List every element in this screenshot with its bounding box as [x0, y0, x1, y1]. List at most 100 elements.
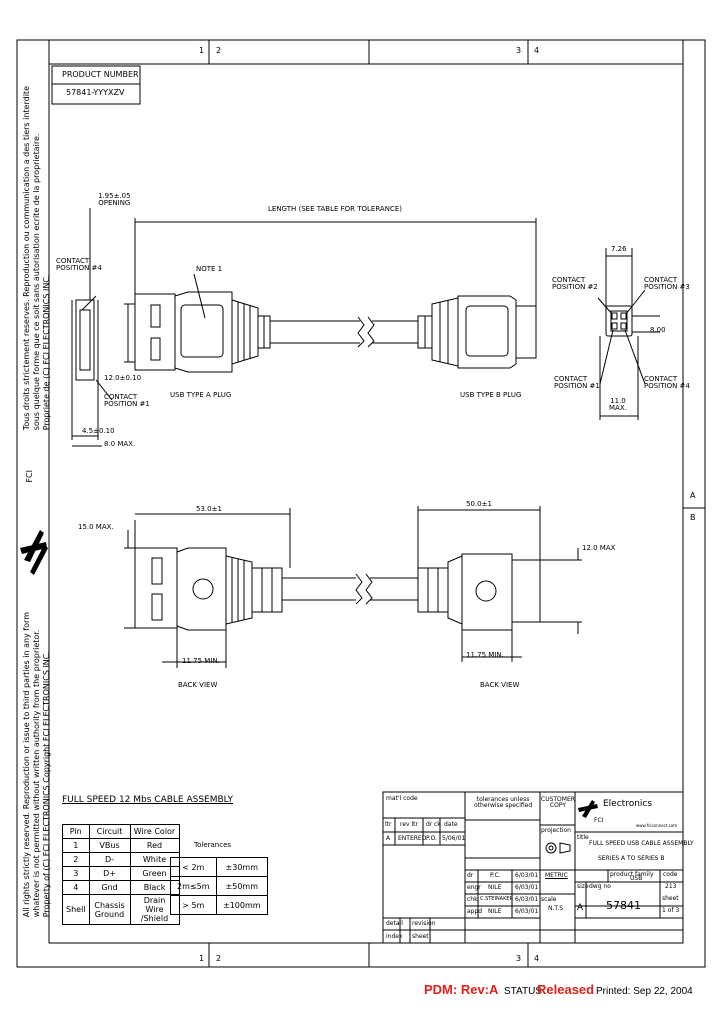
detail-label: detail [386, 920, 403, 927]
zone-top-3: 3 [516, 46, 522, 55]
product-number-label: PRODUCT NUMBER [62, 70, 139, 79]
size-value: A [577, 903, 584, 913]
tolerances-table: < 2m±30mm 2m≤5m±50mm > 5m±100mm [170, 857, 269, 915]
index-label: index [386, 933, 403, 940]
table-row: 2m≤5m±50mm [170, 876, 269, 896]
signoff-chk-date: 6/03/01 [515, 896, 539, 903]
pin-header-wire: Wire Color [129, 824, 180, 839]
callout-contact2: CONTACT POSITION #2 [552, 276, 598, 291]
printed-date: Printed: Sep 22, 2004 [596, 986, 693, 997]
callout-contact4-right: CONTACT POSITION #4 [644, 375, 690, 390]
side-notice-upper: Tous droits strictement reserves. Reprod… [22, 86, 51, 431]
code-value: 213 [665, 883, 677, 890]
dim-12: 12.0±0.10 [104, 374, 142, 382]
company-short: FCI [594, 817, 604, 824]
tolerances-title: Tolerances [194, 841, 232, 849]
signoff-chk-name: C.STEINAKER [480, 896, 514, 902]
sheet-label: sheet [662, 895, 679, 902]
company-name: Electronics [603, 799, 653, 809]
zone-bottom-4: 4 [534, 954, 540, 963]
signoff-dr-name: P.C. [490, 872, 501, 879]
customer-copy: CUSTOMER COPY [541, 796, 575, 809]
dim-53-0: 53.0±1 [196, 505, 222, 513]
label-usb-a: USB TYPE A PLUG [170, 391, 232, 399]
title-label: title [577, 834, 589, 841]
zone-top-1: 1 [199, 46, 205, 55]
signoff-engr: engr [467, 884, 481, 891]
callout-contact1-right: CONTACT POSITION #1 [554, 375, 600, 390]
rev-header-ck: ck [434, 821, 441, 828]
product-family-value: USB [630, 875, 643, 882]
dim-50-0: 50.0±1 [466, 500, 492, 508]
rev-row-date: 5/06/01 [442, 835, 466, 842]
scale-label: scale [541, 896, 557, 903]
dim-15-0: 15.0 MAX. [78, 523, 114, 531]
rev-header-date: date [444, 821, 458, 828]
logo-text: FCI [25, 470, 34, 483]
dim-12-0-max: 12.0 MAX [582, 544, 616, 552]
pin-header-circuit: Circuit [88, 824, 131, 839]
revision-label: revision [412, 920, 436, 927]
dim-opening: 1.95±.05 OPENING [98, 192, 131, 207]
zone-top-2: 2 [216, 46, 222, 55]
dim-11-0: 11.0 MAX. [609, 397, 627, 412]
fci-logo-mark [20, 530, 48, 575]
signoff-engr-date: 6/03/01 [515, 884, 539, 891]
dim-length: LENGTH (SEE TABLE FOR TOLERANCE) [268, 205, 402, 213]
table-row: Pin Circuit Wire Color [62, 824, 180, 839]
zone-bottom-1: 1 [199, 954, 205, 963]
side-notice-lower: All rights strictly reserved. Reproducti… [22, 612, 51, 918]
dim-4-5: 4.5±0.10 [82, 427, 115, 435]
dwg-no-label: dwg no [589, 883, 611, 890]
signoff-dr: dr [467, 872, 474, 879]
label-usb-b: USB TYPE B PLUG [460, 391, 522, 399]
status-label: STATUS [504, 986, 542, 997]
tolerance-note: tolerances unless otherwise specified [474, 796, 533, 809]
table-row: > 5m±100mm [170, 895, 269, 915]
label-back-view-b: BACK VIEW [480, 681, 520, 689]
callout-contact1-left: CONTACT POSITION #1 [104, 393, 150, 408]
metric-label: METRIC [545, 872, 568, 879]
drawing-title-line1: FULL SPEED USB CABLE ASSEMBLY [589, 840, 694, 847]
status-value: Released [537, 982, 595, 997]
signoff-chk: chk [467, 896, 478, 903]
pin-header-pin: Pin [62, 824, 90, 839]
dim-7-26: 7.26 [611, 245, 627, 253]
rev-header-rev: rev ltr [400, 821, 418, 828]
dwg-no-value: 57841 [606, 899, 641, 912]
rev-row-dr: P.O. [426, 835, 437, 842]
sheet2-label: sheet [412, 933, 429, 940]
callout-note1: NOTE 1 [196, 265, 223, 273]
projection-label: projection [541, 827, 571, 834]
zone-right-a: A [690, 491, 696, 500]
scale-value: N.T.S [548, 905, 564, 912]
zone-bottom-3: 3 [516, 954, 522, 963]
zone-bottom-2: 2 [216, 954, 222, 963]
pdm-rev: PDM: Rev:A [424, 982, 499, 997]
dim-11-75b: 11.75 MIN. [466, 651, 504, 659]
callout-contact4-left: CONTACT POSITION #4 [56, 257, 102, 272]
label-back-view-a: BACK VIEW [178, 681, 218, 689]
zone-right-b: B [690, 513, 696, 522]
rev-header-dr: dr [426, 821, 433, 828]
code-label: code [663, 871, 678, 878]
dim-11-75a: 11.75 MIN. [182, 657, 220, 665]
drawing-title-line2: SERIES A TO SERIES B [598, 855, 665, 862]
dim-8-0: 8.0 MAX. [104, 440, 136, 448]
signoff-appd: appd [467, 908, 483, 915]
callout-contact3: CONTACT POSITION #3 [644, 276, 690, 291]
signoff-appd-name: NILE [488, 908, 502, 915]
signoff-engr-name: NILE [488, 884, 502, 891]
rev-header-ltr: ltr [385, 821, 392, 828]
size-label: size [577, 883, 589, 890]
product-number-value: 57841-YYYXZV [66, 88, 125, 97]
signoff-dr-date: 6/03/01 [515, 872, 539, 879]
pin-table-title: FULL SPEED 12 Mbs CABLE ASSEMBLY [62, 795, 233, 805]
rev-row-desc: ENTERED [398, 835, 427, 842]
